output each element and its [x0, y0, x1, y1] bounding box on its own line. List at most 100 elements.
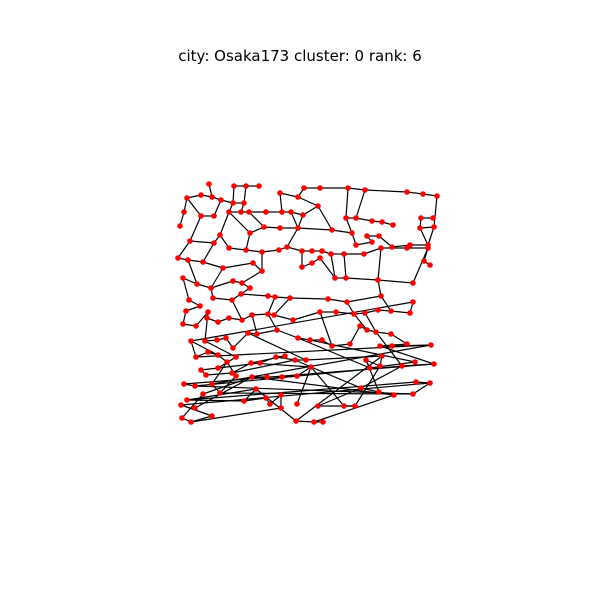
- graph-node: [231, 183, 237, 189]
- graph-node: [175, 255, 181, 261]
- graph-node: [351, 311, 357, 317]
- graph-node: [233, 373, 239, 379]
- graph-node: [230, 200, 236, 206]
- graph-node: [241, 200, 247, 206]
- graph-node: [420, 191, 426, 197]
- graph-edge: [190, 340, 219, 356]
- graph-edge: [353, 313, 368, 331]
- graph-edge: [231, 299, 243, 321]
- graph-edge: [187, 259, 198, 285]
- graph-node: [388, 308, 394, 314]
- graph-node: [434, 193, 440, 199]
- graph-edge: [177, 240, 191, 259]
- graph-edge: [267, 296, 276, 315]
- graph-edge: [364, 189, 408, 193]
- graph-edge: [296, 366, 312, 405]
- graph-node: [373, 329, 379, 335]
- graph-node: [233, 354, 239, 360]
- graph-node: [390, 222, 396, 228]
- graph-node: [247, 230, 253, 236]
- graph-node: [192, 405, 198, 411]
- graph-edge: [346, 295, 382, 303]
- graph-node: [263, 395, 269, 401]
- graph-edge: [331, 229, 353, 234]
- graph-edge: [204, 340, 237, 358]
- graph-node: [239, 317, 245, 323]
- graph-node: [299, 248, 305, 254]
- graph-edge: [251, 376, 395, 396]
- graph-node: [319, 248, 325, 254]
- graph-node: [379, 353, 385, 359]
- graph-node: [388, 331, 394, 337]
- graph-node: [218, 197, 224, 203]
- graph-node: [249, 374, 255, 380]
- graph-node: [278, 392, 284, 398]
- graph-edge: [349, 325, 361, 345]
- graph-node: [361, 251, 367, 257]
- graph-node: [320, 419, 326, 425]
- graph-edge: [292, 311, 321, 321]
- graph-node: [208, 285, 214, 291]
- graph-node: [239, 280, 245, 286]
- graph-node: [180, 275, 186, 281]
- graph-edge: [319, 311, 333, 347]
- graph-edge: [279, 192, 299, 198]
- graph-edge: [211, 344, 432, 385]
- graph-node: [211, 240, 217, 246]
- graph-node: [309, 248, 315, 254]
- graph-nodes: [175, 181, 440, 425]
- graph-edge: [297, 196, 319, 207]
- graph-node: [267, 401, 273, 407]
- graph-node: [377, 363, 383, 369]
- graph-edge: [202, 261, 224, 269]
- graph-edge: [343, 253, 347, 279]
- graph-node: [317, 309, 323, 315]
- graph-node: [378, 293, 384, 299]
- graph-node: [209, 413, 215, 419]
- graph-node: [261, 224, 267, 230]
- graph-node: [215, 365, 221, 371]
- graph-edge: [360, 365, 403, 389]
- graph-node: [181, 209, 187, 215]
- graph-node: [265, 311, 271, 317]
- graph-node: [294, 401, 300, 407]
- graph-node: [187, 238, 193, 244]
- graph-edge: [433, 195, 438, 228]
- graph-node: [315, 403, 321, 409]
- graph-node: [249, 312, 255, 318]
- graph-node: [193, 354, 199, 360]
- graph-node: [217, 390, 223, 396]
- graph-node: [299, 264, 305, 270]
- graph-edge: [256, 329, 278, 335]
- graph-node: [404, 341, 410, 347]
- graph-node: [198, 367, 204, 373]
- graph-node: [279, 374, 285, 380]
- graph-edge: [335, 311, 355, 315]
- graph-node: [277, 225, 283, 231]
- graph-node: [410, 299, 416, 305]
- graph-node: [184, 397, 190, 403]
- graph-node: [257, 360, 263, 366]
- graph-node: [245, 330, 251, 336]
- graph-edge: [182, 277, 190, 301]
- graph-node: [265, 293, 271, 299]
- graph-edge: [240, 293, 269, 297]
- graph-node: [278, 405, 284, 411]
- graph-node: [303, 357, 309, 363]
- graph-node: [376, 233, 382, 239]
- figure-title: city: Osaka173 cluster: 0 rank: 6: [178, 47, 422, 65]
- graph-edge: [228, 211, 251, 234]
- graph-node: [307, 337, 313, 343]
- graph-node: [215, 319, 221, 325]
- graph-node: [427, 262, 433, 268]
- graph-node: [319, 337, 325, 343]
- graph-node: [293, 418, 299, 424]
- graph-node: [243, 183, 249, 189]
- graph-node: [272, 294, 278, 300]
- graph-node: [325, 296, 331, 302]
- graph-edge: [212, 297, 233, 301]
- graph-node: [230, 345, 236, 351]
- graph-edge: [378, 235, 393, 248]
- graph-node: [185, 257, 191, 263]
- graph-node: [276, 247, 282, 253]
